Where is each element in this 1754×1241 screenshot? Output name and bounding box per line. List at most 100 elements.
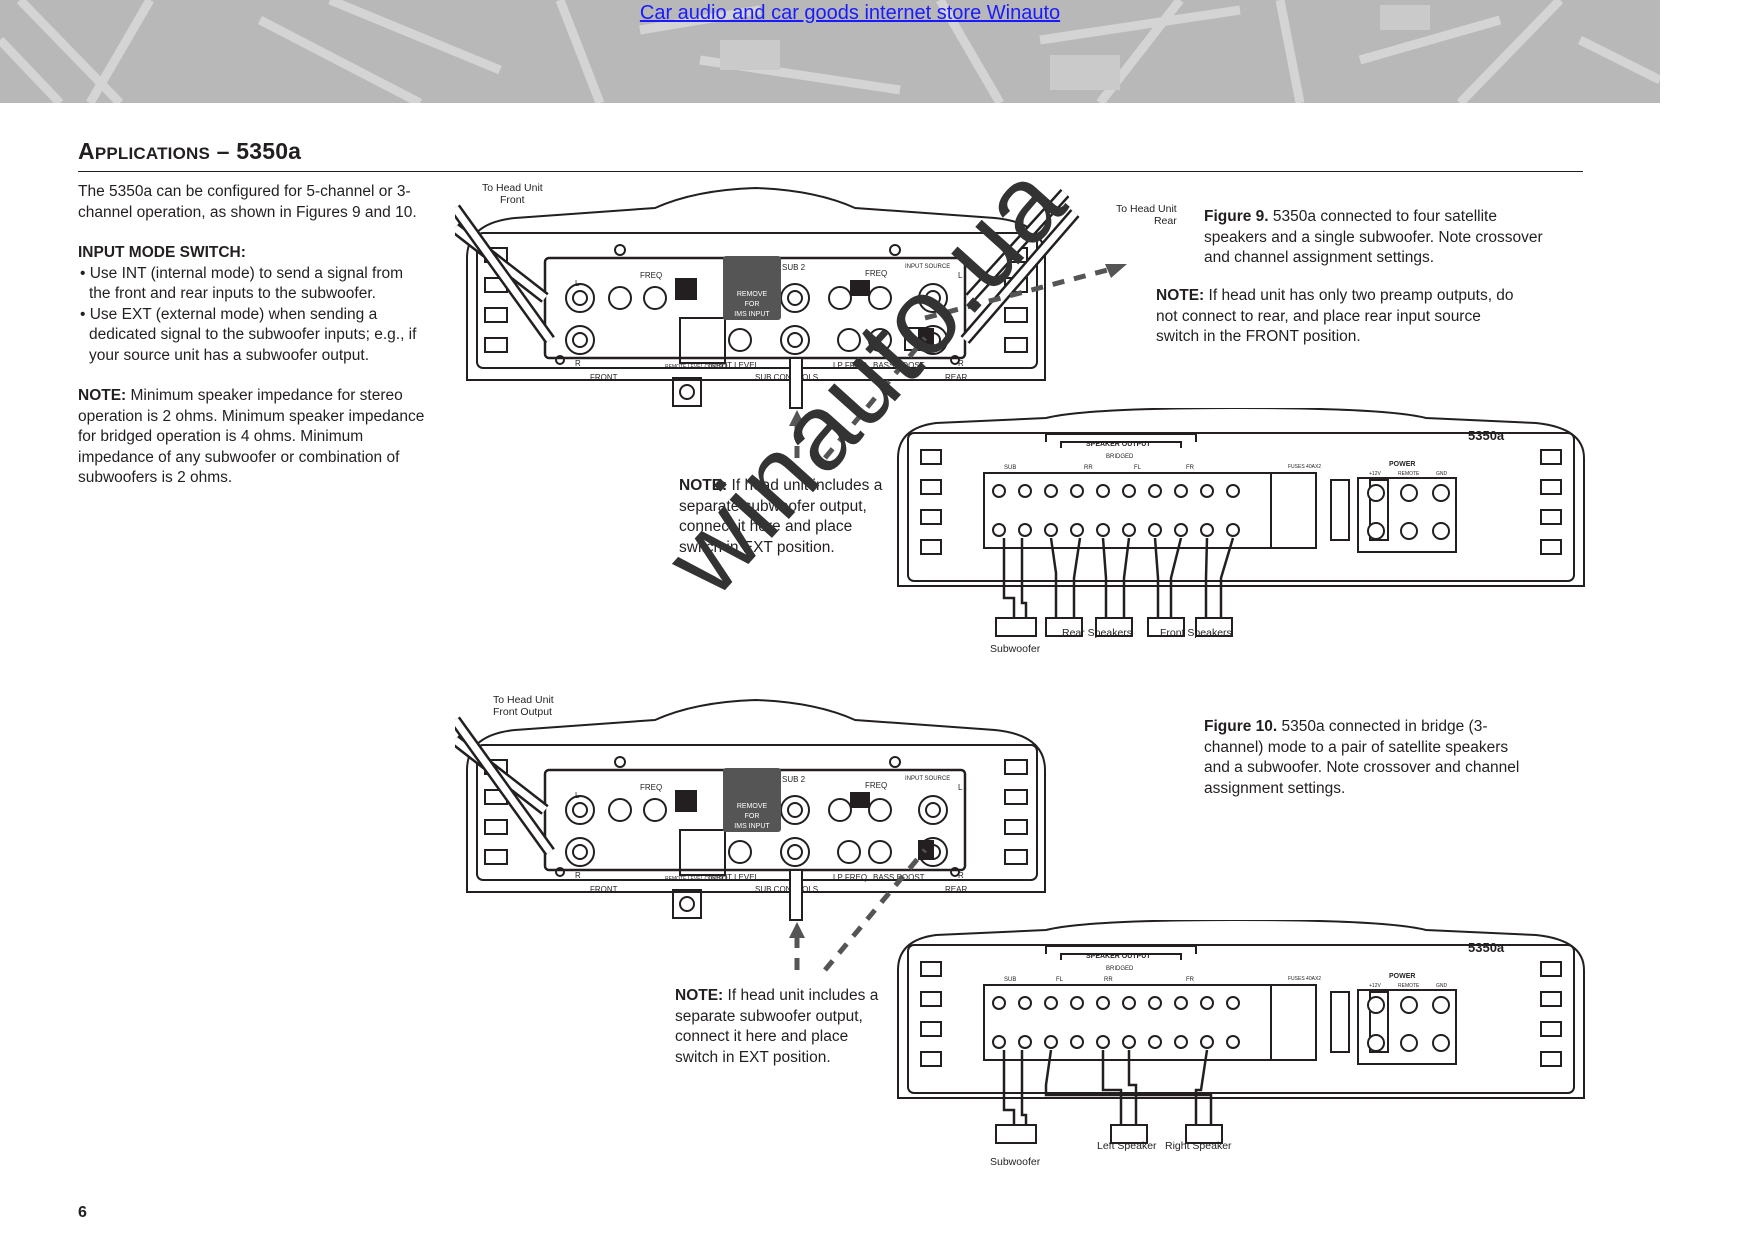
fig9-subnote-label: NOTE:: [679, 477, 728, 494]
fig10-subwoofer-label: Subwoofer: [990, 1156, 1041, 1168]
fig10-left-speaker-label: Left Speaker: [1097, 1140, 1157, 1152]
freq-label: FREQ: [640, 271, 662, 280]
bridged-label-2: BRIDGED: [1106, 966, 1134, 972]
gnd-label: GND: [1436, 471, 1448, 477]
rear-l-label-2: L: [958, 783, 963, 792]
store-link[interactable]: Car audio and car goods internet store W…: [639, 2, 1061, 24]
sub2-label-2: SUB 2: [782, 775, 806, 784]
gnd-label-2: GND: [1436, 983, 1448, 989]
note-label: NOTE:: [78, 387, 127, 404]
fig10-subnote-label: NOTE:: [675, 987, 724, 1004]
rr-term-label: RR: [1084, 465, 1093, 471]
fig9-caption-text: 5350a connected to four satellite speake…: [1204, 208, 1543, 266]
figure9-sub-note: NOTE: If head unit includes a separate s…: [679, 476, 899, 558]
input-level-label: INPUT LEVEL: [708, 361, 760, 370]
sub2-label: SUB 2: [782, 263, 806, 272]
remote-label-2: REMOTE: [1398, 983, 1420, 989]
figure10-caption: Figure 10. 5350a connected in bridge (3-…: [1204, 717, 1534, 799]
power-label-2: POWER: [1389, 973, 1415, 980]
fig9-subwoofer-label: Subwoofer: [990, 643, 1041, 655]
fig9-caption-label: Figure 9.: [1204, 208, 1269, 225]
remote-level-label: REMOTE LEVEL CONTROL: [665, 364, 729, 370]
bullet-ext: • Use EXT (external mode) when sending a…: [80, 305, 417, 364]
remote-label: REMOTE: [1398, 471, 1420, 477]
fig10-front-line1: To Head Unit: [493, 694, 554, 706]
fig10-front-line2: Front Output: [493, 706, 552, 718]
ims-input-label-2: IMS INPUT: [734, 823, 770, 830]
remove-for-label: FOR: [745, 301, 760, 308]
input-source-label: INPUT SOURCE: [905, 264, 950, 270]
remote-level-label-2: REMOTE LEVEL CONTROL: [665, 876, 729, 882]
fig9-note-text: If head unit has only two preamp outputs…: [1156, 287, 1514, 345]
model-label-2: 5350a: [1468, 940, 1505, 955]
front-l-label: L: [575, 279, 580, 288]
note-text: Minimum speaker impedance for stereo ope…: [78, 387, 425, 486]
figure9-caption: Figure 9. 5350a connected to four satell…: [1204, 207, 1544, 269]
figure10-amp-terminals: 5350a SPEAKER OUTPUT BRIDGED SUB FL RR F…: [897, 920, 1585, 1144]
heading-rule: [78, 171, 1583, 172]
figure9-rear-note: NOTE: If head unit has only two preamp o…: [1156, 286, 1516, 348]
left-column: The 5350a can be configured for 5-channe…: [78, 182, 428, 489]
figure10-sub-note: NOTE: If head unit includes a separate s…: [675, 986, 895, 1068]
sub-controls-label-2: SUB CONTROLS: [755, 885, 818, 894]
fig10-caption-label: Figure 10.: [1204, 718, 1278, 735]
intro-paragraph: The 5350a can be configured for 5-channe…: [78, 183, 417, 221]
remove-label-2: REMOVE: [737, 803, 768, 810]
title-smallcaps: PPLICATIONS: [94, 144, 211, 163]
figure10-amp-panel: REMOVE FOR IMS INPUT L R FREQ SUB 2 FREQ…: [455, 698, 1046, 972]
front-r-label: R: [575, 359, 581, 368]
figure9-amp-terminals: 5350a SPEAKER OUTPUT BRIDGED SUB RR FL F…: [897, 408, 1585, 637]
ims-input-label: IMS INPUT: [734, 311, 770, 318]
speaker-output-label-2: SPEAKER OUTPUT: [1086, 953, 1151, 960]
bridged-label: BRIDGED: [1106, 454, 1134, 460]
fig10-caption-text: 5350a connected in bridge (3-channel) mo…: [1204, 718, 1520, 797]
rear-label: REAR: [945, 373, 967, 382]
freq-label-2: FREQ: [640, 783, 662, 792]
fig9-rear-line2: Rear: [1153, 215, 1177, 227]
fig9-rear-speakers-label: Rear Speakers: [1062, 627, 1133, 639]
rear-label-2: REAR: [945, 885, 967, 894]
fig9-rear-line1: To Head Unit: [1116, 203, 1177, 215]
fig10-subnote-text: If head unit includes a separate subwoof…: [675, 987, 879, 1066]
front-l-label-2: L: [575, 791, 580, 800]
title-first-letter: A: [78, 138, 95, 164]
page-number: 6: [78, 1204, 87, 1221]
fig9-front-speakers-label: Front Speakers: [1160, 627, 1232, 639]
remove-label: REMOVE: [737, 291, 768, 298]
input-source-label-2: INPUT SOURCE: [905, 776, 950, 782]
rr-term-label-2: RR: [1104, 977, 1113, 983]
fl-term-label-2: FL: [1056, 977, 1064, 983]
rear-r-label-2: R: [958, 871, 964, 880]
title-rest: – 5350a: [210, 138, 302, 164]
header-banner: Car audio and car goods internet store W…: [0, 0, 1660, 103]
fl-term-label: FL: [1134, 465, 1142, 471]
power-label: POWER: [1389, 461, 1415, 468]
map-pattern: [0, 0, 1660, 103]
lp-freq-label: LP FREQ: [833, 361, 867, 370]
rear-l-label: L: [958, 271, 963, 280]
plus12-label-2: +12V: [1369, 983, 1381, 989]
fig9-front-line1: To Head Unit: [482, 182, 543, 194]
fig9-subnote-text: If head unit includes a separate subwoof…: [679, 477, 883, 556]
front-label-2: FRONT: [590, 885, 618, 894]
sub-term-label: SUB: [1004, 465, 1016, 471]
fuses-label-2: FUSES 40AX2: [1288, 976, 1321, 982]
sub-controls-label: SUB CONTROLS: [755, 373, 818, 382]
fig10-right-speaker-label: Right Speaker: [1165, 1140, 1232, 1152]
section-title: APPLICATIONS – 5350a: [78, 138, 301, 165]
lp-freq-label-2: LP FREQ: [833, 873, 867, 882]
fuses-label: FUSES 40AX2: [1288, 464, 1321, 470]
impedance-note: NOTE: Minimum speaker impedance for ster…: [78, 386, 428, 489]
fr-term-label-2: FR: [1186, 977, 1195, 983]
input-mode-heading: INPUT MODE SWITCH:: [78, 244, 246, 261]
front-label: FRONT: [590, 373, 618, 382]
freq-label-rear: FREQ: [865, 269, 887, 278]
input-level-label-2: INPUT LEVEL: [708, 873, 760, 882]
fr-term-label: FR: [1186, 465, 1195, 471]
fig9-note-label: NOTE:: [1156, 287, 1205, 304]
fig9-front-line2: Front: [500, 194, 525, 206]
rear-r-label: R: [958, 359, 964, 368]
